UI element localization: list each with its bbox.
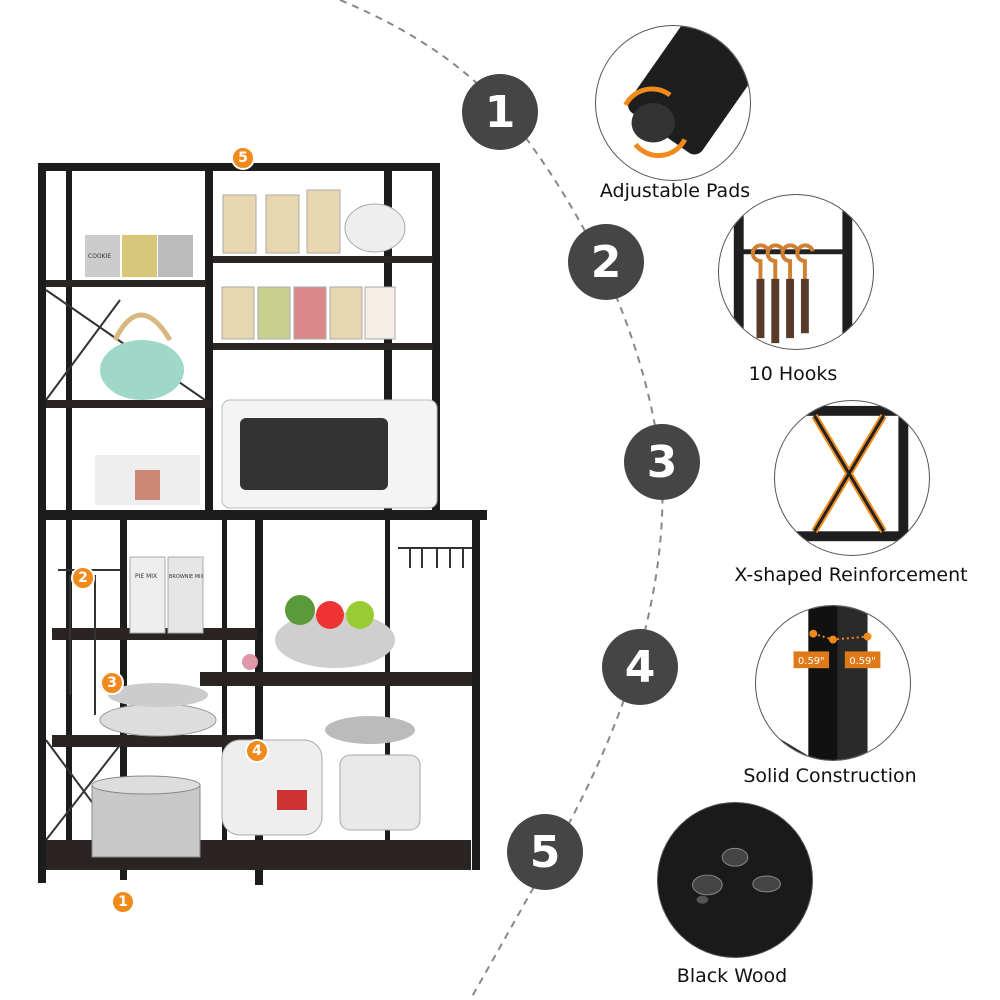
marker-5: 5 — [231, 146, 255, 170]
water-drops-icon — [657, 802, 813, 958]
step-2-badge: 2 — [568, 224, 644, 300]
stock-pot — [91, 775, 201, 858]
hooks-icon — [718, 194, 874, 350]
step-1-badge: 1 — [462, 74, 538, 150]
feature-label-adjustable-pads: Adjustable Pads — [599, 180, 751, 202]
marker-3: 3 — [100, 671, 124, 695]
marker-2: 2 — [71, 566, 95, 590]
svg-text:0.59": 0.59" — [798, 656, 825, 667]
svg-text:0.59": 0.59" — [849, 656, 876, 667]
step-5-badge: 5 — [507, 814, 583, 890]
svg-text:PIE MIX: PIE MIX — [135, 573, 157, 580]
bakers-rack-image: COOKIE PIE MIX BROWNIE MIX — [38, 163, 487, 885]
spice-rack — [95, 455, 200, 505]
jars — [221, 189, 406, 340]
fruit-basket — [242, 595, 395, 670]
kettle — [100, 312, 184, 400]
feature-label-x-shaped-reinforcement: X-shaped Reinforcement — [734, 564, 968, 586]
feature-label-solid-construction: Solid Construction — [743, 765, 917, 787]
microwave — [221, 399, 438, 509]
hooks — [58, 547, 472, 715]
step-3-badge: 3 — [624, 424, 700, 500]
x-brace-icon — [774, 400, 930, 556]
marker-4: 4 — [245, 739, 269, 763]
svg-text:BROWNIE MIX: BROWNIE MIX — [169, 574, 205, 580]
cookie-tins: COOKIE — [85, 235, 193, 277]
feature-label-black-wood: Black Wood — [676, 965, 788, 987]
marker-1: 1 — [111, 890, 135, 914]
feature-label-hooks: 10 Hooks — [748, 363, 838, 385]
mix-boxes: PIE MIX BROWNIE MIX — [129, 556, 205, 634]
step-4-badge: 4 — [602, 629, 678, 705]
rice-cooker — [221, 739, 323, 836]
svg-text:COOKIE: COOKIE — [88, 253, 111, 260]
food-processor — [325, 716, 421, 831]
frame-thickness-icon: 0.59" 0.59" — [755, 605, 911, 761]
plates — [99, 683, 217, 737]
adjustable-pad-icon — [595, 25, 751, 181]
